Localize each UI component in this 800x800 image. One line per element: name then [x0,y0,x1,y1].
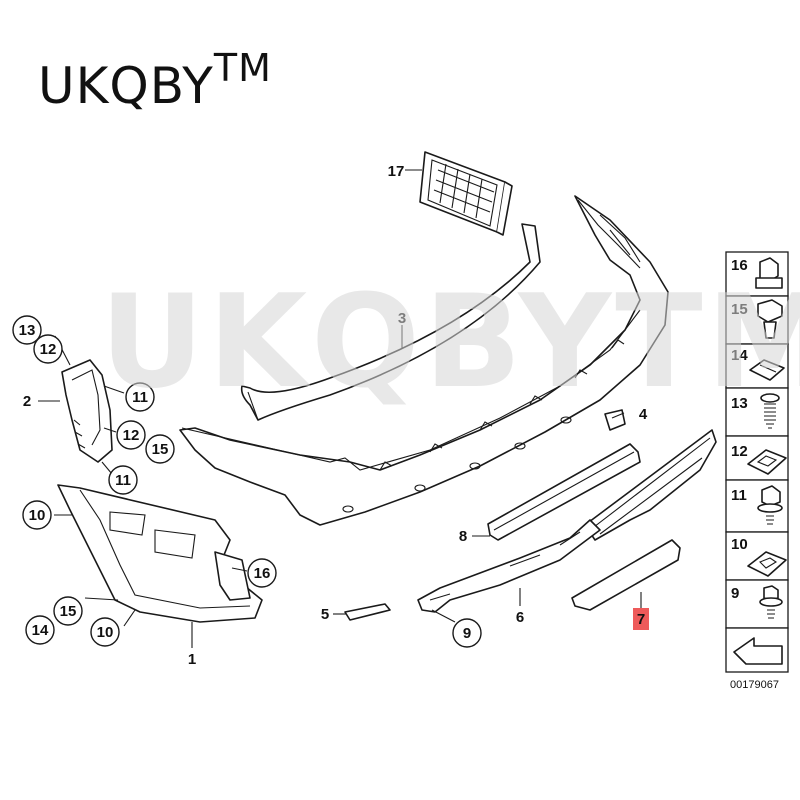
callout-label: 5 [321,606,329,623]
callout-label: 15 [152,441,169,458]
part-8-reflector-strip [487,443,641,541]
callout-label: 3 [398,310,406,327]
brand-name: UKQBY [38,57,214,115]
callout-label: 13 [19,322,36,339]
callout-label: 14 [32,622,49,639]
hex-bolt-icon [759,585,783,619]
callout-circle [145,434,175,464]
callout-12: 12 [116,420,146,450]
callout-circle [247,558,277,588]
callout-circle [125,382,155,412]
legend-label-12: 12 [731,443,748,460]
clip-nut-icon [749,359,785,381]
callout-11: 11 [125,382,155,412]
callout-label: 12 [40,341,57,358]
part-17-vent-grille [419,151,513,236]
callout-label: 8 [459,528,467,545]
brand-trademark: TM [213,46,272,90]
legend-label-14: 14 [731,347,748,364]
sheet-nut-icon [747,551,787,577]
callout-13: 13 [12,315,42,345]
callout-2: 2 [23,393,31,410]
callout-label: 2 [23,393,31,410]
spring-nut-icon [747,449,787,475]
callout-label: 1 [188,651,196,668]
callout-circle [25,615,55,645]
part-diffuser [584,429,717,541]
callout-circle [108,465,138,495]
screw-spring-icon [760,393,780,429]
part-5-trim [344,603,391,621]
highlight-box [633,608,649,630]
callout-label: 16 [254,565,271,582]
expanding-nut-icon [757,299,783,339]
callout-9: 9 [452,618,482,648]
callout-label: 11 [115,472,131,489]
legend-label-16: 16 [731,257,748,274]
legend-label-13: 13 [731,395,748,412]
callout-11: 11 [108,465,138,495]
callout-circle [33,334,63,364]
callout-label: 11 [132,389,148,406]
callout-17: 17 [388,163,405,180]
callout-circle [90,617,120,647]
part-2-side-bracket [61,359,113,463]
callout-label: 17 [388,163,405,180]
legend-label-10: 10 [731,536,748,553]
callout-label: 10 [29,507,46,524]
hex-nut-icon [755,257,783,289]
callout-1: 1 [188,651,196,668]
callout-circle [22,500,52,530]
callout-15: 15 [53,596,83,626]
callout-15: 15 [145,434,175,464]
callout-7: 7 [633,608,649,630]
arrow-icon [733,637,783,665]
part-7-strip [571,539,681,611]
callout-4: 4 [639,406,648,423]
callout-10: 10 [90,617,120,647]
callout-label: 9 [463,625,471,642]
callout-circle [116,420,146,450]
legend-label-11: 11 [731,487,747,504]
callout-label: 10 [97,624,114,641]
callout-8: 8 [459,528,467,545]
part-3-trim-strip [240,223,541,421]
collar-screw-icon [757,485,783,525]
legend-label-15: 15 [731,301,748,318]
part-6-carrier [417,519,601,613]
callout-5: 5 [321,606,329,623]
callout-12: 12 [33,334,63,364]
callout-16: 16 [247,558,277,588]
callout-10: 10 [22,500,52,530]
callout-label: 12 [123,427,140,444]
callout-14: 14 [25,615,55,645]
brand-logo: UKQBYTM [38,46,272,115]
callout-circle [12,315,42,345]
drawing-code: 00179067 [730,679,779,691]
part-1-lower-panel [57,484,263,623]
legend-label-9: 9 [731,585,739,602]
callout-label: 7 [637,611,645,628]
part-4-cap [604,409,626,431]
part-bumper-cover [179,195,669,526]
callout-label: 15 [60,603,77,620]
callout-label: 4 [639,406,648,423]
callout-6: 6 [516,609,524,626]
callout-circle [452,618,482,648]
callout-label: 6 [516,609,524,626]
callout-3: 3 [398,310,406,327]
fastener-legend: 16 15 14 13 12 11 10 9 [725,251,789,691]
callout-circle [53,596,83,626]
